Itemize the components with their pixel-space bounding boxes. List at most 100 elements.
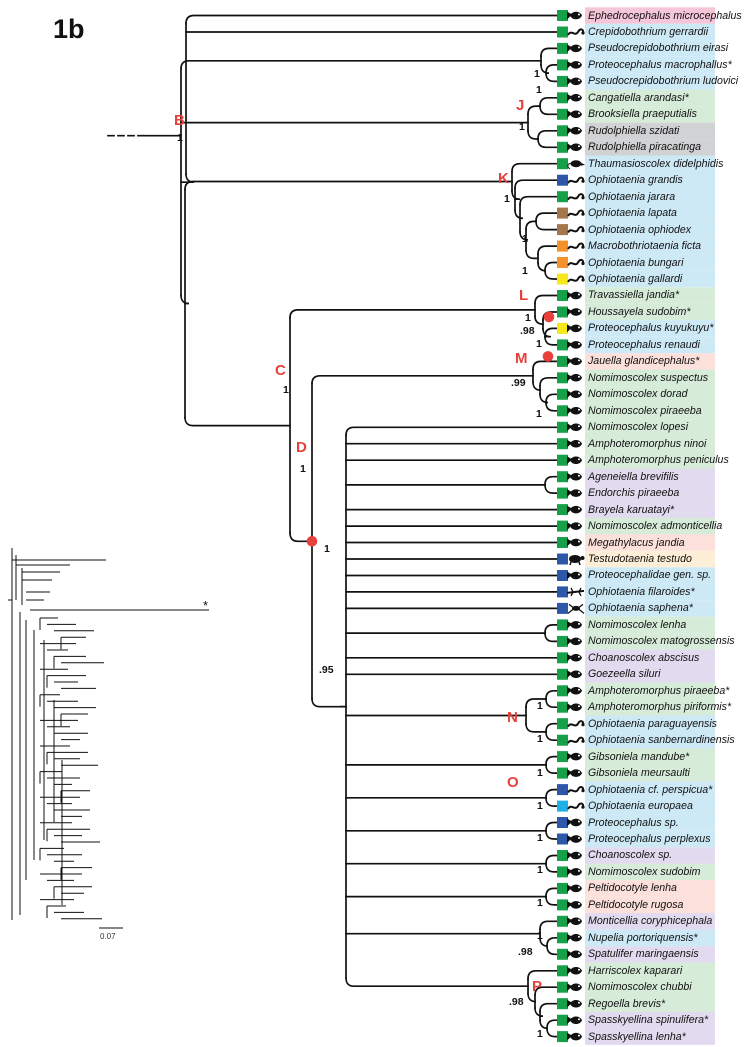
- taxon-band: [585, 979, 715, 996]
- branch: [345, 426, 558, 437]
- branch: [539, 105, 558, 116]
- host-icons: [566, 11, 585, 1041]
- support-value: 1: [300, 463, 306, 475]
- support-value: 1: [525, 312, 531, 324]
- salamander-icon: [566, 587, 585, 597]
- fish-icon: [567, 884, 582, 893]
- support-value: 1: [537, 733, 543, 745]
- host-square: [557, 1014, 568, 1026]
- taxon-band: [585, 353, 715, 370]
- taxon-band: [585, 484, 715, 502]
- branch: [537, 138, 558, 149]
- phylogenetic-tree: [107, 14, 558, 1038]
- fish-icon: [567, 983, 582, 992]
- clade-label: K: [498, 170, 509, 187]
- clade-label: M: [515, 350, 528, 367]
- taxon-band: [585, 287, 715, 304]
- support-value: 1: [536, 84, 542, 96]
- fish-icon: [567, 999, 582, 1008]
- branch: [546, 936, 558, 947]
- support-value: 1: [537, 832, 543, 844]
- taxon-label: Goezeella siluri: [588, 668, 661, 681]
- host-square: [557, 553, 568, 565]
- taxon-band: [585, 172, 715, 189]
- taxon-label: Proteocephalus perplexus: [588, 833, 711, 845]
- taxon-label: Thaumasioscolex didelphidis: [588, 157, 724, 170]
- clade-label: B: [174, 112, 185, 129]
- fish-icon: [567, 357, 582, 366]
- taxon-band: [585, 863, 715, 881]
- taxon-band: [585, 419, 715, 436]
- branch: [544, 336, 558, 346]
- taxon-label: Endorchis piraeeba: [588, 487, 680, 500]
- host-square: [557, 850, 568, 861]
- host-square: [557, 701, 568, 713]
- support-value: 1: [536, 408, 542, 420]
- fish-icon: [567, 11, 582, 20]
- support-value: 1: [537, 700, 543, 712]
- fish-icon: [567, 1032, 582, 1041]
- taxon-band: [585, 929, 715, 947]
- taxon-label: Crepidobothrium gerrardii: [588, 25, 709, 38]
- scale-bar-label: 0.07: [100, 932, 116, 941]
- snake-icon: [567, 226, 585, 234]
- support-value: 1: [537, 930, 543, 942]
- support-value: 1: [534, 68, 540, 80]
- taxon-label: Nomimoscolex admonticellia: [588, 520, 723, 533]
- taxon-label: Choanoscolex sp.: [588, 849, 673, 862]
- taxon-label: Harriscolex kaparari: [588, 964, 683, 977]
- taxon-band: [585, 534, 715, 551]
- host-square: [557, 10, 568, 21]
- host-square: [557, 981, 568, 993]
- taxon-band: [585, 1028, 715, 1045]
- support-value: 1: [504, 193, 510, 205]
- fish-icon: [567, 1016, 582, 1025]
- taxon-band: [585, 435, 715, 452]
- branch: [540, 64, 550, 74]
- support-value: 1: [283, 384, 289, 396]
- clade-label: D: [296, 439, 307, 456]
- host-square: [557, 932, 568, 944]
- branch: [525, 698, 547, 708]
- host-square: [557, 141, 568, 153]
- taxon-label: Spatulifer maringaensis: [588, 948, 699, 961]
- branch: [539, 1019, 549, 1030]
- taxon-label: Monticellia coryphicephala: [588, 915, 713, 928]
- taxon-band: [585, 550, 715, 568]
- branch: [545, 731, 558, 742]
- frog-icon: [567, 603, 585, 614]
- branch: [545, 821, 558, 832]
- support-value: .98: [520, 325, 535, 337]
- host-square: [557, 438, 568, 450]
- snake-icon: [567, 736, 585, 744]
- host-square: [557, 817, 568, 828]
- taxon-label: Nupelia portoriquensis*: [588, 931, 698, 944]
- host-group-bands: [585, 7, 715, 1045]
- taxon-band: [585, 748, 715, 765]
- branch: [546, 1027, 558, 1038]
- taxon-label: Amphoteromorphus piraeeba*: [588, 684, 730, 697]
- snake-icon: [567, 720, 585, 728]
- taxon-band: [585, 204, 715, 222]
- branch: [534, 315, 544, 326]
- fish-icon: [567, 93, 582, 102]
- taxon-band: [585, 847, 715, 864]
- host-square: [557, 454, 568, 466]
- host-square: [557, 619, 568, 631]
- taxon-label: Nomimoscolex piraeeba: [588, 404, 702, 417]
- taxon-label: Ophiotaenia gallardi: [588, 273, 683, 286]
- fish-icon: [567, 324, 582, 333]
- support-value: 1: [522, 265, 528, 277]
- fish-icon: [567, 653, 582, 662]
- fish-icon: [567, 340, 582, 349]
- fish-icon: [567, 44, 582, 53]
- fish-icon: [567, 851, 582, 860]
- panel-label: 1b: [53, 14, 85, 44]
- branch: [525, 723, 547, 733]
- branch: [545, 764, 558, 774]
- fish-icon: [567, 917, 582, 926]
- snake-icon: [567, 786, 585, 794]
- taxon-label: Nomimoscolex lopesi: [588, 421, 689, 434]
- support-value: 1: [537, 800, 543, 812]
